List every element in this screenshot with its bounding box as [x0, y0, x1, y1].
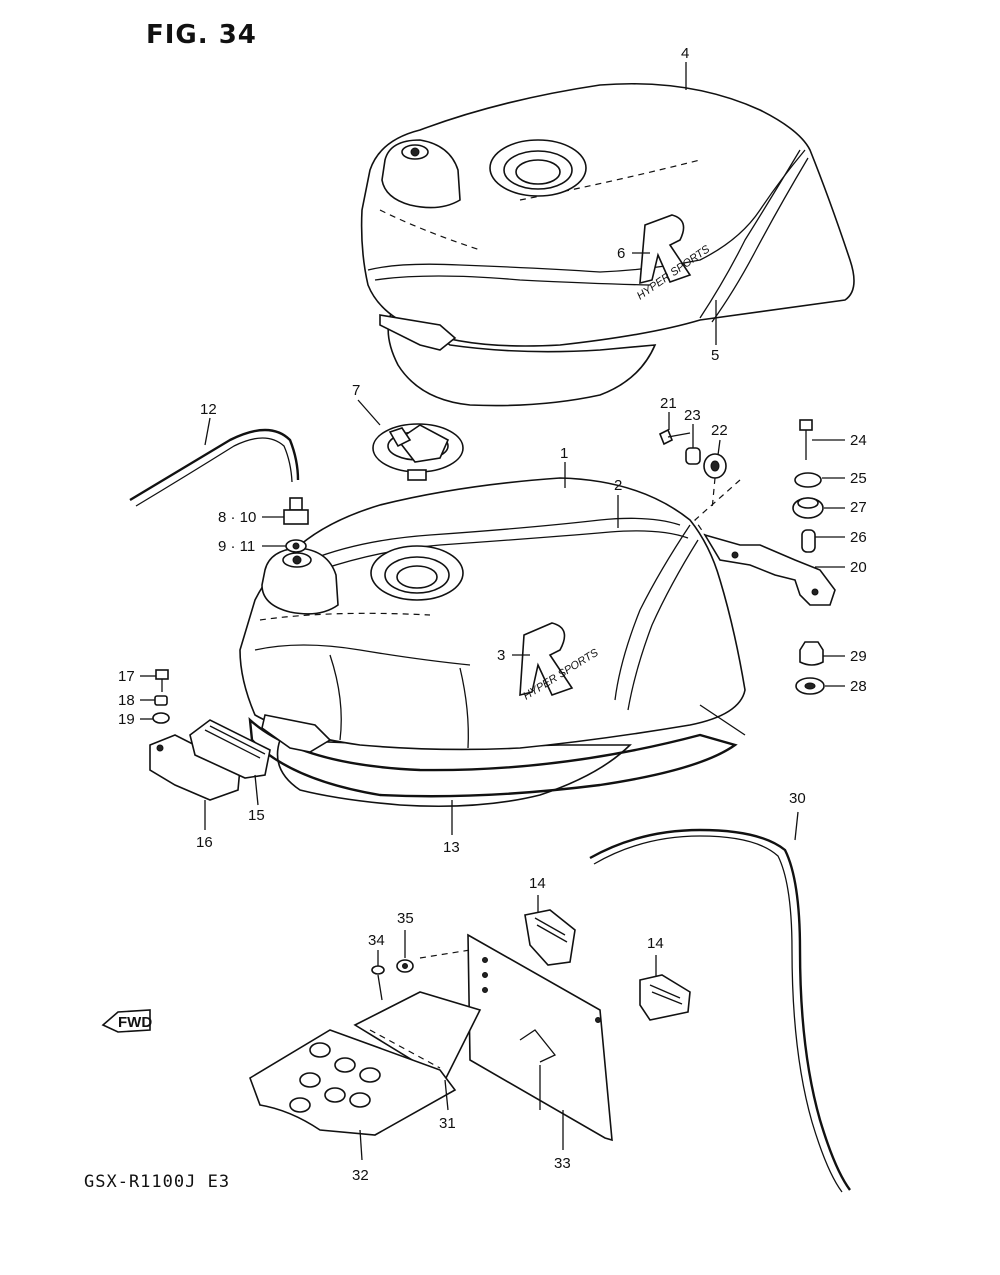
callout-35: 35	[397, 910, 414, 927]
hose-fitting	[283, 497, 309, 553]
callout-22: 22	[711, 422, 728, 439]
callout-14-lower: 14	[647, 935, 664, 952]
figure-title: FIG. 34	[146, 20, 257, 50]
fuel-cap	[372, 423, 464, 481]
callout-5: 5	[711, 347, 719, 364]
callout-20: 20	[850, 559, 867, 576]
drain-hose	[589, 828, 851, 1191]
callout-9-11: 9 · 11	[218, 538, 255, 555]
tank-cover-upper: HYPER SPORTS	[360, 82, 855, 407]
callout-19: 19	[118, 711, 135, 728]
callout-26: 26	[850, 529, 867, 546]
fuel-tank-main: HYPER SPORTS	[239, 477, 746, 808]
callout-33: 33	[554, 1155, 571, 1172]
callout-21: 21	[660, 395, 677, 412]
callout-23: 23	[684, 407, 701, 424]
callout-14-upper: 14	[529, 875, 546, 892]
callout-4: 4	[681, 45, 689, 62]
callout-29: 29	[850, 648, 867, 665]
callout-3: 3	[497, 647, 505, 664]
callout-18: 18	[118, 692, 135, 709]
callout-30: 30	[789, 790, 806, 807]
heat-shield-plates	[249, 933, 613, 1142]
callout-17: 17	[118, 668, 135, 685]
callout-13: 13	[443, 839, 460, 856]
callout-27: 27	[850, 499, 867, 516]
fwd-label: FWD	[118, 1014, 152, 1031]
mounting-bracket-assembly	[658, 419, 836, 695]
callout-12: 12	[200, 401, 217, 418]
model-code: GSX-R1100J E3	[84, 1172, 231, 1192]
callout-8-10: 8 · 10	[218, 509, 256, 526]
callout-25: 25	[850, 470, 867, 487]
callout-1: 1	[560, 445, 568, 462]
callout-labels: 4 6 5 7 12 21 23 22 24 25 27 26 20 1 2 8…	[118, 45, 867, 1184]
callout-28: 28	[850, 678, 867, 695]
callout-15: 15	[248, 807, 265, 824]
callout-24: 24	[850, 432, 867, 449]
breather-hose	[129, 428, 300, 502]
callout-6: 6	[617, 245, 625, 262]
callout-32: 32	[352, 1167, 369, 1184]
callout-16: 16	[196, 834, 213, 851]
rubber-cushion	[524, 909, 691, 1021]
leader-lines	[140, 62, 845, 1161]
callout-7: 7	[352, 382, 360, 399]
left-mount-hardware	[149, 669, 271, 801]
callout-34: 34	[368, 932, 385, 949]
callout-31: 31	[439, 1115, 456, 1132]
forward-arrow: FWD	[101, 1009, 152, 1033]
callout-2: 2	[614, 477, 622, 494]
